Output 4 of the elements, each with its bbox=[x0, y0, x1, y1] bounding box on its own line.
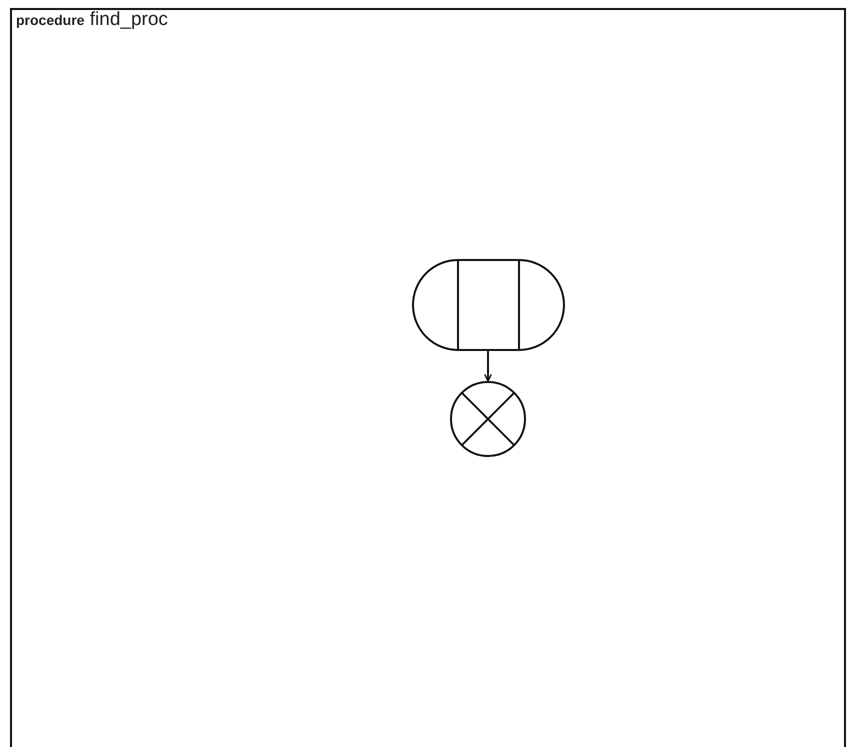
procedure-start-symbol bbox=[411, 259, 565, 351]
stop-symbol bbox=[450, 381, 526, 457]
arrow bbox=[484, 351, 492, 382]
diagram-title: procedure find_proc bbox=[16, 10, 168, 31]
